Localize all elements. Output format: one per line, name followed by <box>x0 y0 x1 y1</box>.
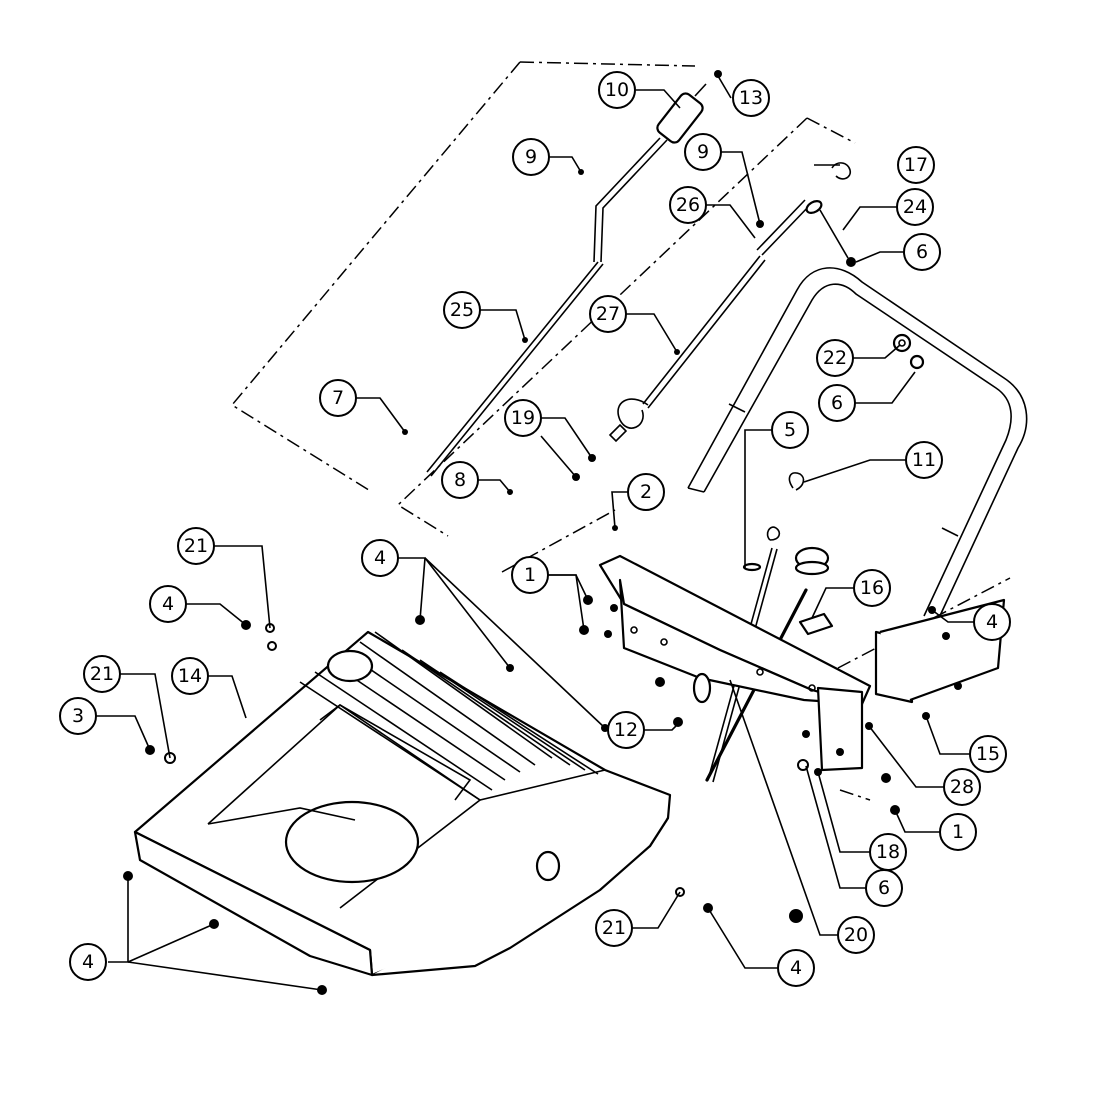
svg-text:28: 28 <box>950 776 974 798</box>
svg-text:18: 18 <box>876 841 900 863</box>
svg-text:22: 22 <box>823 347 847 369</box>
callout-9-right: 9 <box>684 133 722 171</box>
svg-text:21: 21 <box>602 917 626 939</box>
callout-2: 2 <box>627 473 665 511</box>
callout-21-top: 21 <box>177 527 215 565</box>
svg-text:11: 11 <box>912 449 936 471</box>
svg-text:21: 21 <box>90 663 114 685</box>
callout-27: 27 <box>589 295 627 333</box>
leader-lines <box>96 75 974 991</box>
callout-10: 10 <box>598 71 636 109</box>
svg-text:27: 27 <box>596 303 620 325</box>
callout-3: 3 <box>59 697 97 735</box>
svg-text:7: 7 <box>332 387 344 409</box>
hardware-fasteners <box>123 70 962 995</box>
svg-text:19: 19 <box>511 407 535 429</box>
svg-text:9: 9 <box>525 146 537 168</box>
callout-18: 18 <box>869 833 907 871</box>
callout-19: 19 <box>504 399 542 437</box>
part-25-rod <box>426 137 668 477</box>
callout-26: 26 <box>669 186 707 224</box>
callout-6-mid: 6 <box>818 384 856 422</box>
svg-text:24: 24 <box>903 196 927 218</box>
callout-4-right: 4 <box>973 603 1011 641</box>
callout-4-bottom-right: 4 <box>777 949 815 987</box>
callout-6-top: 6 <box>903 233 941 271</box>
svg-text:6: 6 <box>878 877 890 899</box>
svg-text:4: 4 <box>790 957 802 979</box>
callout-6-bottom: 6 <box>865 869 903 907</box>
svg-text:2: 2 <box>640 481 652 503</box>
handle-tube <box>687 267 1028 621</box>
svg-text:4: 4 <box>374 547 386 569</box>
callouts: 10 13 9 9 17 26 24 6 25 27 22 6 7 19 5 1… <box>59 71 1011 987</box>
svg-text:14: 14 <box>178 665 202 687</box>
svg-text:21: 21 <box>184 535 208 557</box>
callout-21-bottom: 21 <box>595 909 633 947</box>
callout-4-left: 4 <box>149 585 187 623</box>
callout-13: 13 <box>732 79 770 117</box>
callout-1-right: 1 <box>939 813 977 851</box>
callout-25: 25 <box>443 291 481 329</box>
mounting-bracket <box>598 554 1006 772</box>
callout-4-bottom-left: 4 <box>69 943 107 981</box>
svg-text:1: 1 <box>952 821 964 843</box>
svg-text:4: 4 <box>986 611 998 633</box>
callout-20: 20 <box>837 916 875 954</box>
callout-9-left: 9 <box>512 138 550 176</box>
part-17-clip <box>805 162 856 267</box>
svg-text:25: 25 <box>450 299 474 321</box>
callout-4-top: 4 <box>361 539 399 577</box>
svg-text:13: 13 <box>739 87 763 109</box>
svg-text:3: 3 <box>72 705 84 727</box>
svg-text:15: 15 <box>976 743 1000 765</box>
callout-28: 28 <box>943 768 981 806</box>
callout-12: 12 <box>607 711 645 749</box>
callout-14: 14 <box>171 657 209 695</box>
svg-text:4: 4 <box>82 951 94 973</box>
callout-24: 24 <box>896 188 934 226</box>
svg-text:6: 6 <box>916 241 928 263</box>
svg-text:5: 5 <box>784 419 796 441</box>
callout-16: 16 <box>853 569 891 607</box>
callout-15: 15 <box>969 735 1007 773</box>
svg-text:17: 17 <box>904 154 928 176</box>
callout-17: 17 <box>897 146 935 184</box>
svg-text:16: 16 <box>860 577 884 599</box>
svg-text:6: 6 <box>831 392 843 414</box>
part-22-grommet <box>892 333 925 370</box>
callout-21-left: 21 <box>83 655 121 693</box>
part-10-grip <box>656 83 707 144</box>
callout-1-left: 1 <box>511 556 549 594</box>
callout-8: 8 <box>441 461 479 499</box>
svg-text:4: 4 <box>162 593 174 615</box>
part-14-chute-housing <box>133 630 672 977</box>
callout-7: 7 <box>319 379 357 417</box>
svg-text:9: 9 <box>697 141 709 163</box>
svg-text:20: 20 <box>844 924 868 946</box>
svg-text:1: 1 <box>524 564 536 586</box>
callout-11: 11 <box>905 441 943 479</box>
svg-text:10: 10 <box>605 79 629 101</box>
svg-text:8: 8 <box>454 469 466 491</box>
svg-text:26: 26 <box>676 194 700 216</box>
part-27-rod <box>608 199 811 443</box>
callout-22: 22 <box>816 339 854 377</box>
callout-5: 5 <box>771 411 809 449</box>
svg-text:12: 12 <box>614 719 638 741</box>
